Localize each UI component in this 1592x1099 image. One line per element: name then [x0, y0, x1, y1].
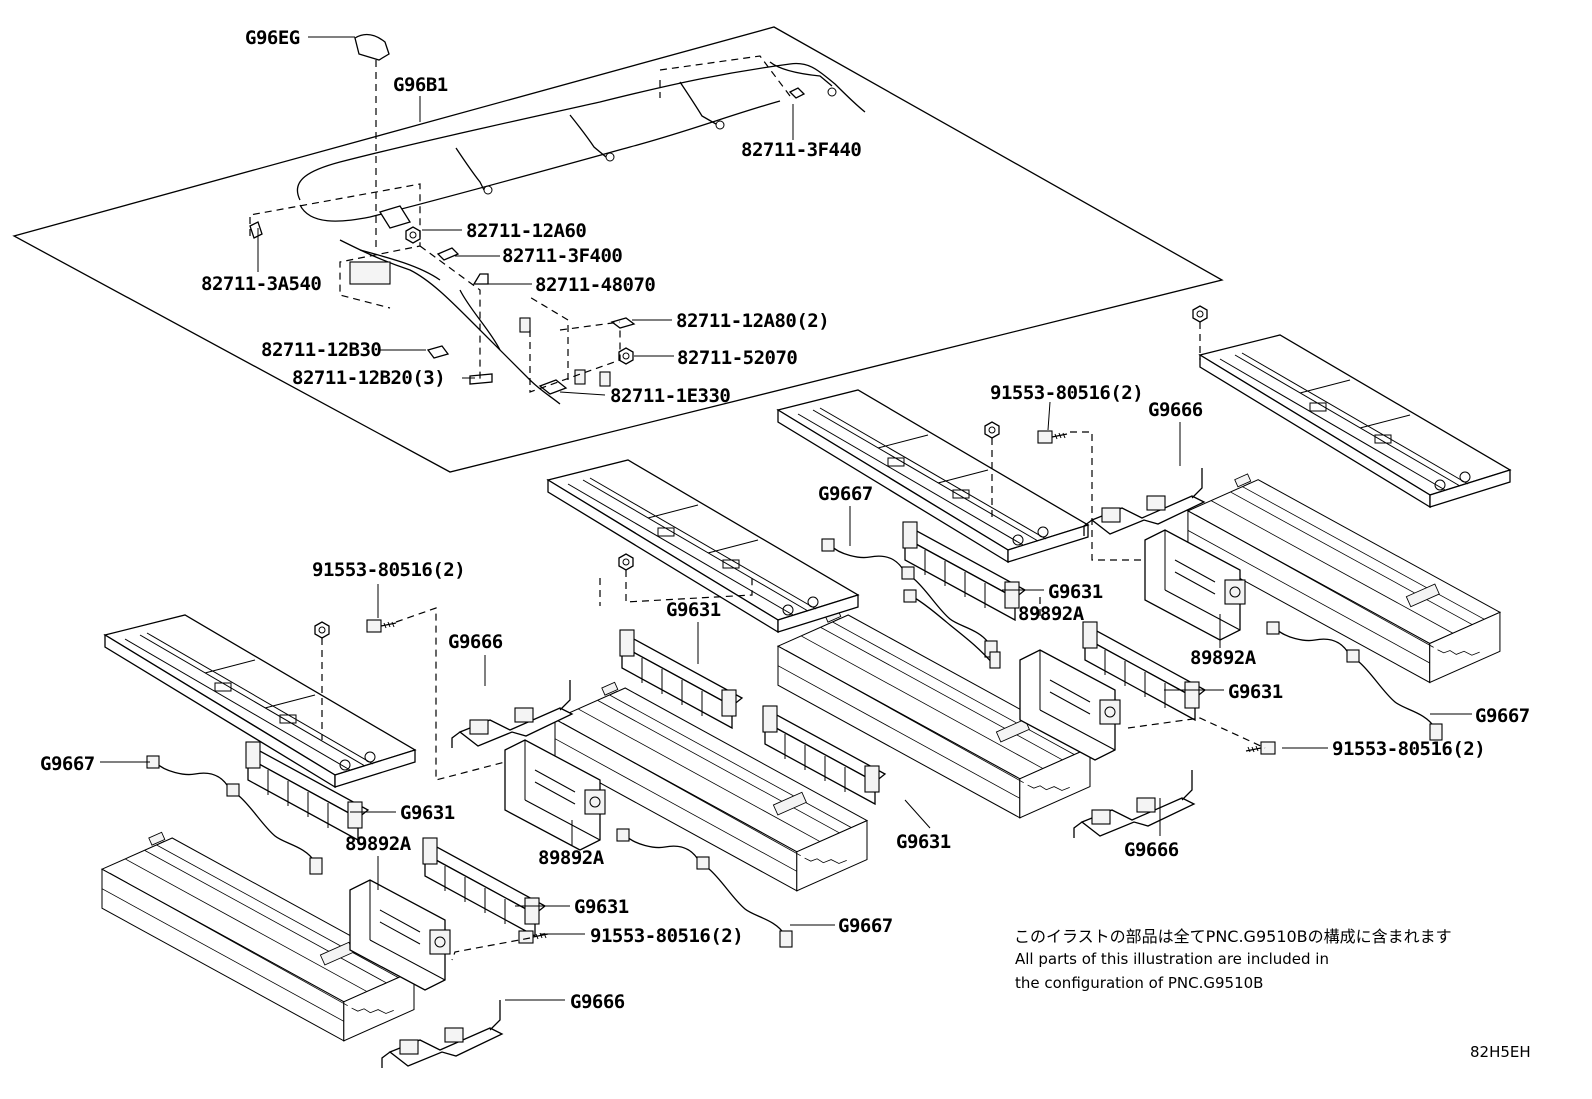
label-g9666-right: G9666 [1124, 839, 1179, 861]
note-japanese: このイラストの部品は全てPNC.G9510Bの構成に含まれます [1014, 927, 1452, 946]
nut-center [618, 553, 634, 571]
cover-plate-mid [777, 389, 1089, 563]
label-89892a-left: 89892A [345, 833, 412, 855]
nut-left [314, 621, 330, 639]
wire-harness [296, 61, 866, 405]
cable-g9667-mid-b [903, 589, 1001, 669]
label-82711-48070: 82711-48070 [535, 274, 655, 296]
label-g9631-center: G9631 [666, 599, 721, 621]
label-bolt-lower: 91553-80516(2) [590, 925, 743, 947]
label-g9667-lower: G9667 [838, 915, 893, 937]
nut-right [1192, 305, 1208, 323]
configuration-note: このイラストの部品は全てPNC.G9510Bの構成に含まれます All part… [1014, 927, 1452, 992]
label-82711-52070: 82711-52070 [677, 347, 797, 369]
label-g9631-right: G9631 [1228, 681, 1283, 703]
part-labels: G96EG G96B1 82711-3F440 82711-12A60 8271… [40, 27, 1530, 1013]
label-g9667-right: G9667 [1475, 705, 1530, 727]
label-g9631-lower: G9631 [574, 896, 629, 918]
label-82711-12b30: 82711-12B30 [261, 339, 381, 361]
label-82711-12a60: 82711-12A60 [466, 220, 586, 242]
bolt-lower [518, 930, 549, 944]
harness-clips [249, 33, 806, 395]
note-english-line1: All parts of this illustration are inclu… [1015, 950, 1329, 968]
label-82711-12a80: 82711-12A80(2) [676, 310, 829, 332]
harness-board [12, 26, 1224, 473]
board-dashes [249, 55, 791, 393]
bolt-right [1245, 741, 1276, 755]
label-89892a-right: 89892A [1190, 647, 1257, 669]
assembly-dashes [395, 431, 1266, 961]
label-82711-3f440: 82711-3F440 [741, 139, 861, 161]
bolt-left [366, 619, 397, 633]
label-g9666-top: G9666 [1148, 399, 1203, 421]
label-g96b1: G96B1 [393, 74, 448, 96]
label-bolt-top: 91553-80516(2) [990, 382, 1143, 404]
busbar-g9666-left [451, 679, 573, 749]
label-89892a-right-mid: 89892A [1018, 603, 1085, 625]
busbar-g9666-right [1073, 769, 1195, 839]
leader-lines [100, 36, 1472, 1001]
label-g9631-mid: G9631 [1048, 581, 1103, 603]
bolt-top [1037, 430, 1068, 444]
label-g9666-lower: G9666 [570, 991, 625, 1013]
label-g9666-left: G9666 [448, 631, 503, 653]
label-g9631-left: G9631 [400, 802, 455, 824]
label-g9631-center-lower: G9631 [896, 831, 951, 853]
label-bolt-right: 91553-80516(2) [1332, 738, 1485, 760]
illustration-code: 82H5EH [1470, 1043, 1531, 1061]
label-82711-12b20: 82711-12B20(3) [292, 367, 445, 389]
label-82711-3a540: 82711-3A540 [201, 273, 321, 295]
label-g9667-mid: G9667 [818, 483, 873, 505]
nut-mid [984, 421, 1000, 439]
note-english-line2: the configuration of PNC.G9510B [1015, 974, 1263, 992]
label-82711-3f400: 82711-3F400 [502, 245, 622, 267]
label-bolt-left: 91553-80516(2) [312, 559, 465, 581]
label-89892a-center: 89892A [538, 847, 605, 869]
busbar-g9666-top [1083, 467, 1205, 537]
label-g96eg: G96EG [245, 27, 300, 49]
label-82711-1e330: 82711-1E330 [610, 385, 730, 407]
label-g9667-left: G9667 [40, 753, 95, 775]
